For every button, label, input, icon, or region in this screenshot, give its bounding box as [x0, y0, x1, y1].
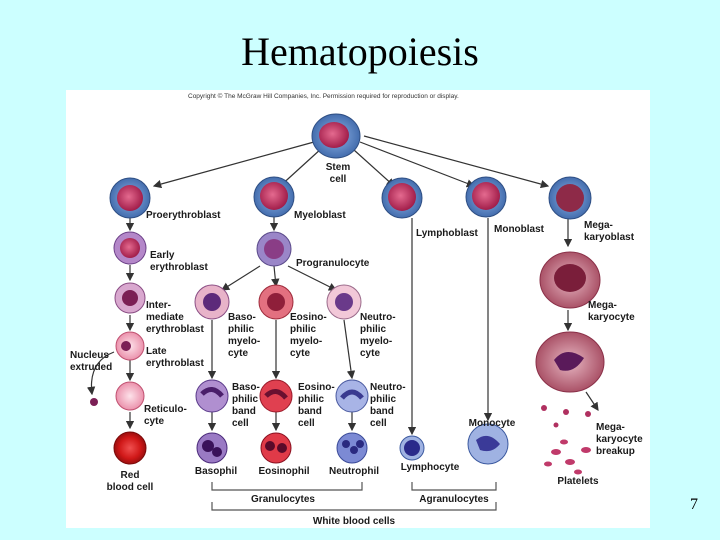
megakaryoblast-cell	[548, 176, 592, 220]
proerythroblast-cell	[109, 177, 151, 219]
basophilic-myelocyte-cell	[194, 284, 230, 320]
lymphoblast-cell	[381, 177, 423, 219]
group-brackets	[211, 482, 497, 511]
eosinophilic-myelocyte-cell	[258, 284, 294, 320]
label-agranulocytes: Agranulocytes	[419, 494, 489, 505]
monoblast-cell	[465, 176, 507, 218]
copyright-notice: Copyright © The McGraw Hill Companies, I…	[188, 92, 459, 100]
intermediate-erythroblast-cell	[114, 282, 146, 314]
platelets	[544, 439, 591, 475]
neutrophil-cell	[336, 432, 368, 464]
diagram-canvas: Copyright © The McGraw Hill Companies, I…	[70, 92, 643, 527]
basophilic-band-cell	[195, 379, 229, 413]
basophil-cell	[196, 432, 228, 464]
red-blood-cell	[113, 431, 147, 465]
monocyte-cell	[467, 423, 509, 465]
lymphocyte-cell	[399, 435, 425, 461]
label-proerythroblast: Proerythroblast	[146, 210, 221, 221]
label-lymphocyte: Lymphocyte	[401, 462, 460, 473]
megakaryocyte-breakup-cell	[535, 331, 605, 393]
label-monocyte: Monocyte	[469, 418, 516, 429]
label-basophil: Basophil	[195, 466, 237, 477]
platelet-fragments	[541, 405, 591, 428]
megakaryocyte-cell	[539, 251, 601, 309]
stem-cell	[311, 113, 361, 159]
label-reticulocyte: Reticulo-cyte	[144, 404, 187, 427]
myeloblast-cell	[253, 176, 295, 218]
early-erythroblast-cell	[113, 231, 147, 265]
neutrophilic-band-cell	[335, 379, 369, 413]
neutrophilic-myelocyte-cell	[326, 284, 362, 320]
label-granulocytes: Granulocytes	[251, 494, 315, 505]
label-lymphoblast: Lymphoblast	[416, 228, 479, 239]
label-eosinophil: Eosinophil	[258, 466, 309, 477]
progranulocyte-cell	[256, 231, 292, 267]
reticulocyte-cell	[115, 381, 145, 411]
label-neutrophil: Neutrophil	[329, 466, 379, 477]
page-number: 7	[690, 496, 698, 513]
label-platelets: Platelets	[557, 476, 599, 487]
eosinophilic-band-cell	[259, 379, 293, 413]
label-megakaryoblast: Mega-karyoblast	[584, 220, 635, 243]
slide-title: Hematopoiesis	[241, 29, 479, 74]
lineage-arrows	[86, 135, 599, 436]
label-monoblast: Monoblast	[494, 224, 545, 235]
hematopoiesis-diagram: Copyright © The McGraw Hill Companies, I…	[66, 90, 650, 528]
label-white-blood-cells: White blood cells	[313, 516, 396, 527]
label-progranulocyte: Progranulocyte	[296, 258, 370, 269]
late-erythroblast-cell	[115, 331, 145, 361]
label-myeloblast: Myeloblast	[294, 210, 346, 221]
label-megakaryocyte: Mega-karyocyte	[588, 300, 635, 323]
eosinophil-cell	[260, 432, 292, 464]
extruded-nucleus	[90, 398, 98, 406]
